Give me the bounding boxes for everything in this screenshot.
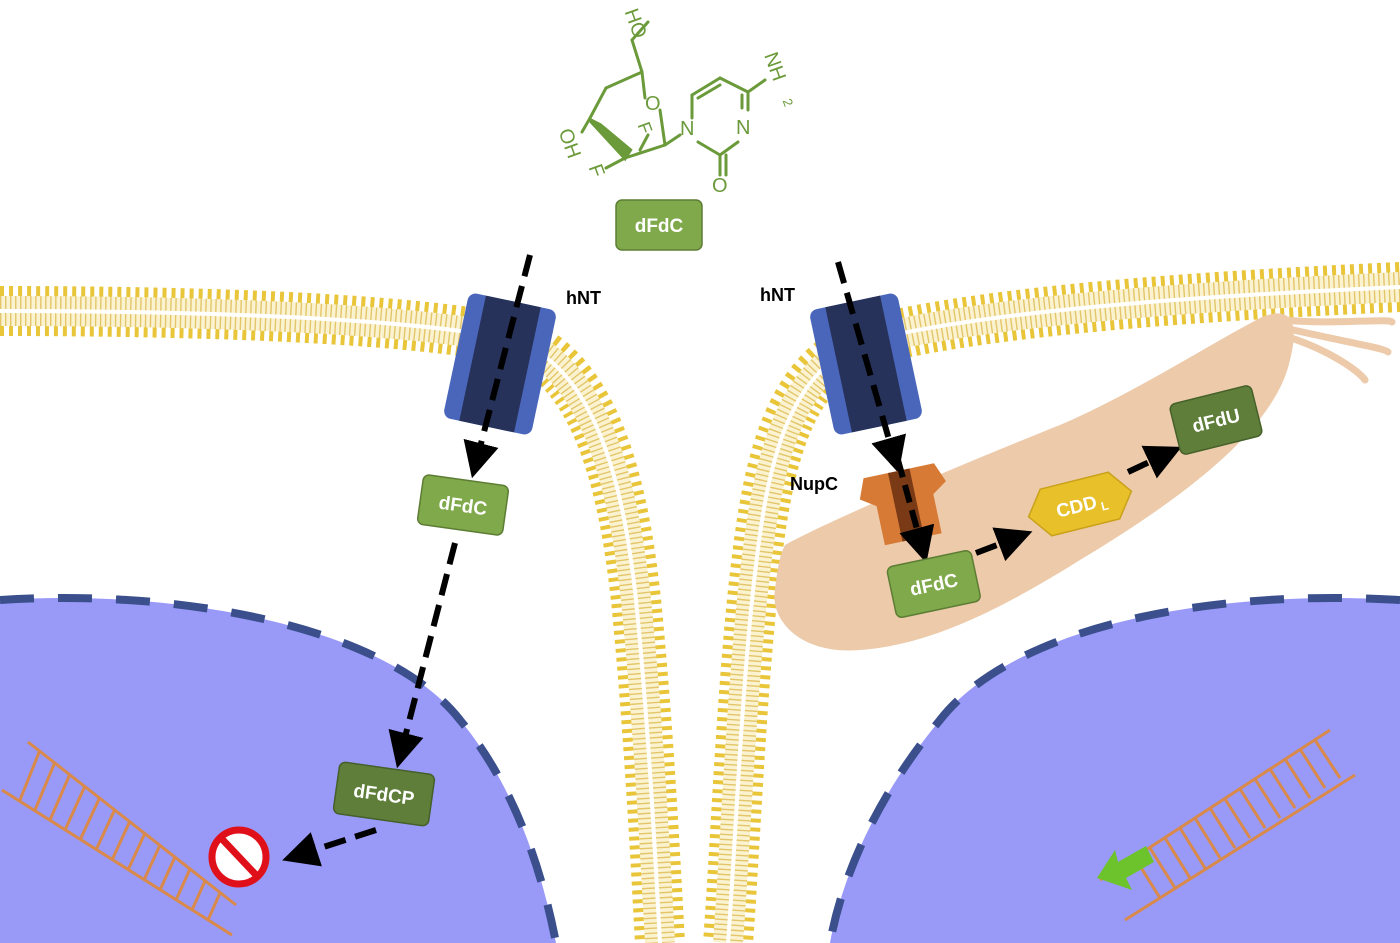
arrow-hnt-left-to-dfdc — [463, 254, 533, 479]
cdd-subscript-label: L — [1100, 498, 1111, 513]
arrow-nupc-to-dfdc — [895, 459, 935, 564]
gemcitabine-atom-labels: HO O OH F F N N NH 2 O — [554, 6, 797, 197]
nucleus-left — [0, 594, 560, 943]
atom-ho-label: HO — [620, 6, 651, 42]
dna-ladder-left — [1, 740, 237, 937]
dfdc-top-box: dFdC — [615, 199, 703, 251]
dfdc-left-box: dFdC — [416, 474, 510, 536]
atom-oh-label: OH — [554, 126, 585, 162]
dfdc-bacteria-box: dFdC — [886, 550, 981, 619]
dfdu-box: dFdU — [1169, 385, 1263, 455]
arrow-dfdcp-to-dna — [282, 827, 377, 867]
atom-f1-label: F — [634, 119, 657, 136]
hnt-right-label: hNT — [760, 285, 795, 305]
bacterium-flagella — [1281, 316, 1396, 384]
hnt-left-label: hNT — [566, 288, 601, 308]
cdd-enzyme: CDD L — [1027, 471, 1133, 537]
membrane-right — [703, 262, 1400, 943]
inhibition-sign-icon — [208, 826, 270, 888]
dfdc-top-label: dFdC — [635, 216, 684, 237]
nucleus-right — [826, 594, 1400, 943]
arrow-cdd-to-dfdu — [1126, 445, 1182, 479]
arrow-dfdc-to-dfdcp — [388, 542, 458, 769]
replication-arrow-icon — [1097, 846, 1154, 890]
nupc-label: NupC — [790, 474, 838, 494]
atom-nh2-subscript: 2 — [780, 97, 797, 109]
dfdcp-box: dFdCP — [332, 761, 436, 827]
arrow-hnt-right-to-nupc — [835, 261, 906, 474]
atom-nh-label: NH — [759, 49, 790, 84]
atom-carbonyl-o-label: O — [712, 175, 728, 197]
atom-n1-label: N — [680, 118, 694, 140]
membrane-left — [0, 286, 685, 943]
atom-n3-label: N — [736, 117, 750, 139]
gemcitabine-structure — [580, 20, 767, 177]
arrow-dfdc-to-cdd — [974, 527, 1033, 562]
atom-f2-label: F — [584, 161, 609, 180]
atom-o-ring-label: O — [645, 93, 661, 115]
